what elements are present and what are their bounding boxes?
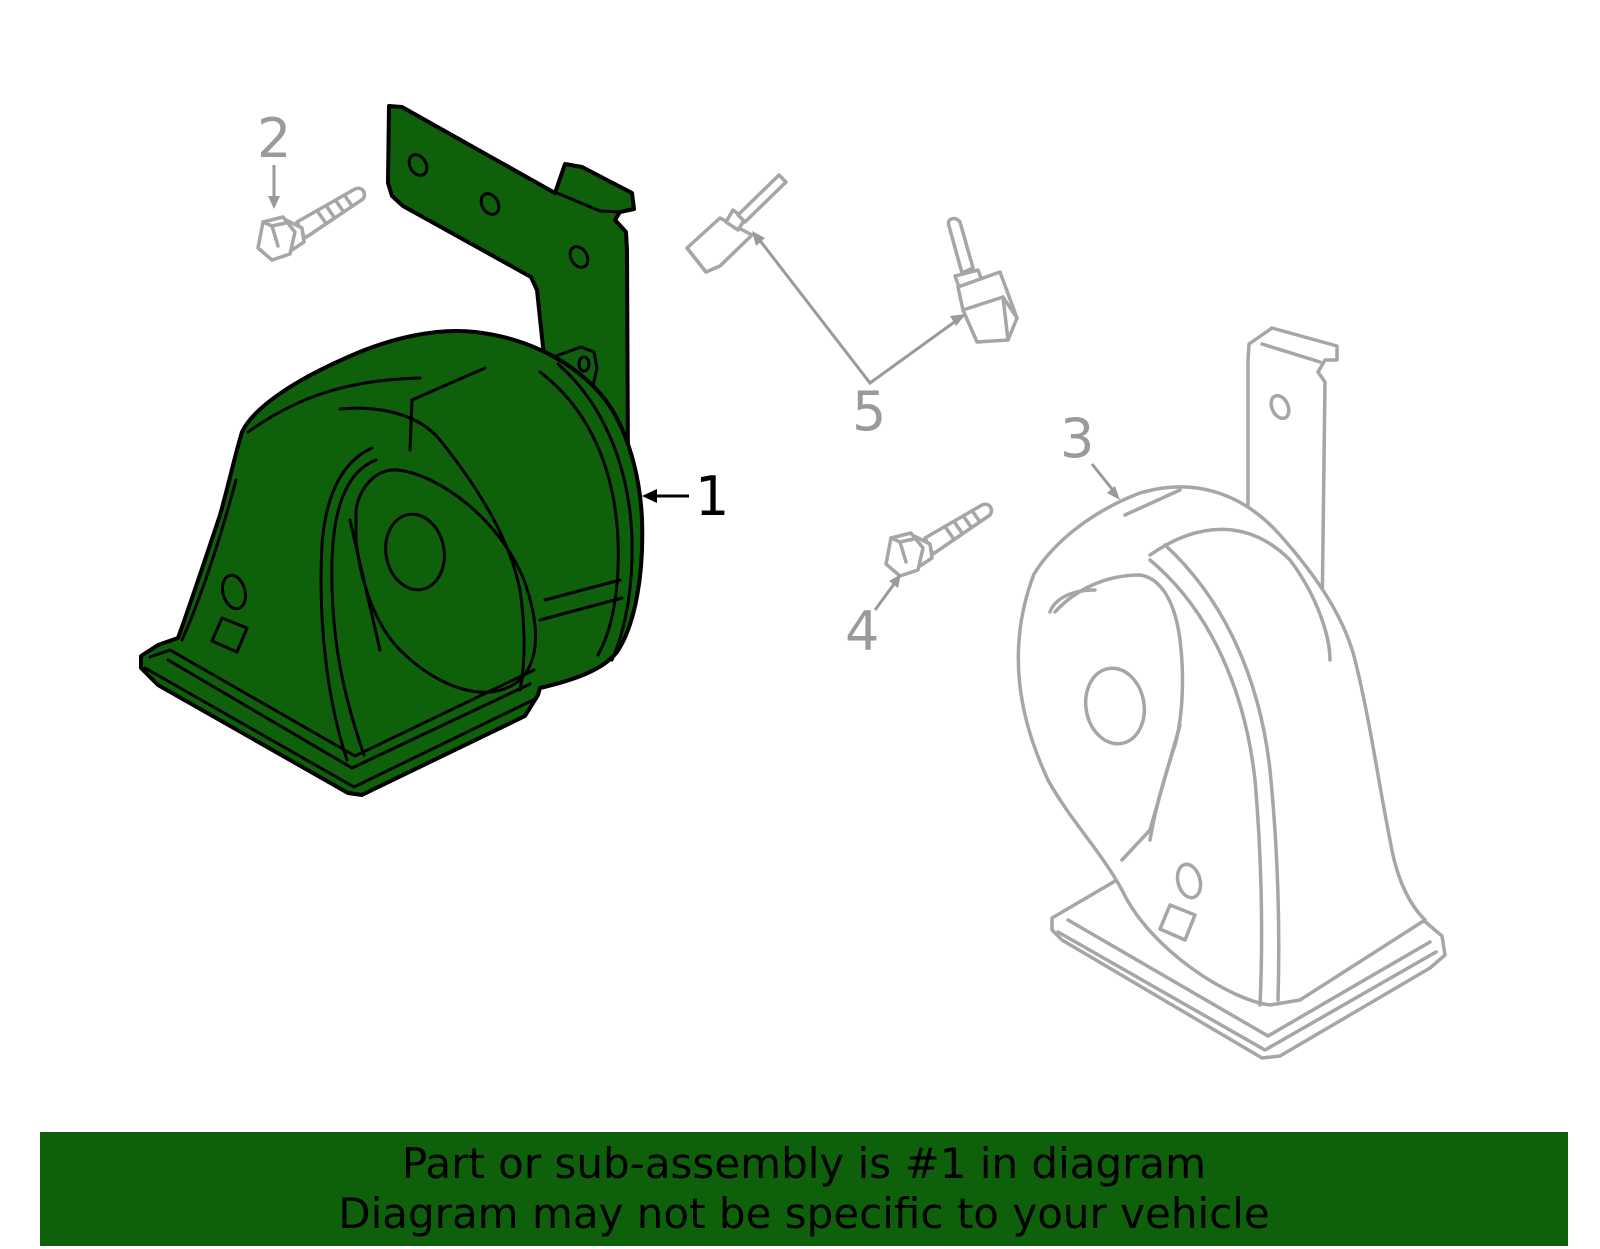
- horn-part-3[interactable]: [1016, 326, 1447, 1060]
- bolt-part-4[interactable]: [884, 502, 994, 578]
- callout-3: 3: [1060, 407, 1094, 470]
- callout-5: 5: [852, 380, 886, 443]
- info-banner: Part or sub-assembly is #1 in diagram Di…: [40, 1132, 1568, 1246]
- bolt-part-2[interactable]: [256, 186, 367, 262]
- callout-3-arrow: [1090, 463, 1120, 500]
- callout-5-leaders: [752, 231, 966, 386]
- callout-2-arrow: [268, 165, 280, 209]
- callout-4-arrow: [873, 574, 901, 611]
- callout-2: 2: [257, 107, 291, 170]
- callout-4: 4: [845, 600, 879, 663]
- banner-line-2: Diagram may not be specific to your vehi…: [338, 1189, 1270, 1238]
- connector-part-5-right[interactable]: [946, 216, 1019, 344]
- connector-part-5-left[interactable]: [685, 173, 788, 274]
- callout-1-arrow: [642, 489, 689, 503]
- callout-1: 1: [695, 465, 729, 528]
- banner-line-1: Part or sub-assembly is #1 in diagram: [401, 1139, 1207, 1188]
- horn-part-1-highlighted[interactable]: [139, 104, 645, 797]
